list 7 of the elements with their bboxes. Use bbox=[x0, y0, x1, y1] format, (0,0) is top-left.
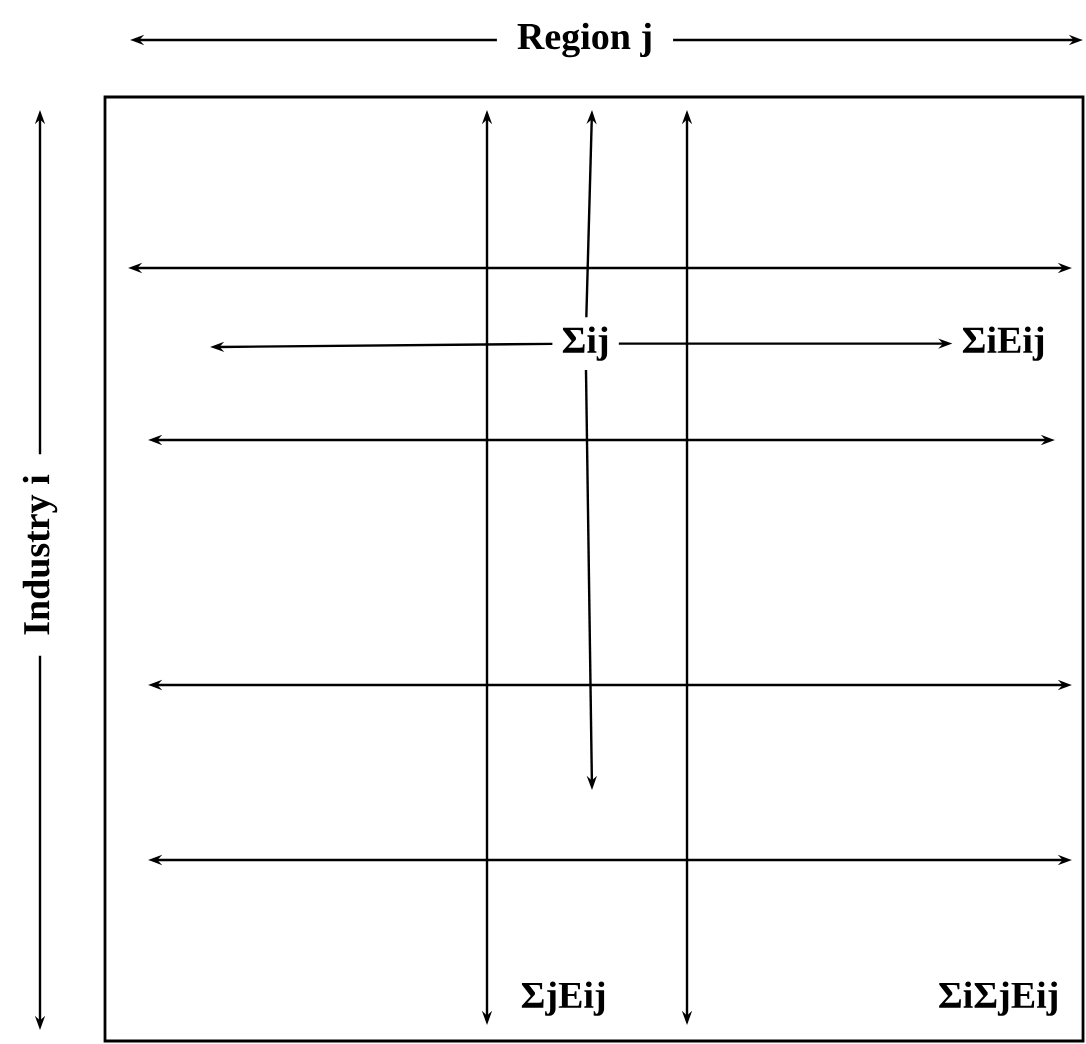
axis-title: Industry i bbox=[16, 454, 64, 656]
sum-term: ΣjEij bbox=[521, 981, 605, 1016]
sum-term: ΣiΣjEij bbox=[939, 981, 1057, 1016]
axis-title: Region j bbox=[496, 15, 674, 65]
sum-term: ΣiEij bbox=[962, 326, 1044, 361]
sum-term: Σij bbox=[562, 326, 608, 361]
table-frame bbox=[103, 95, 1085, 1043]
